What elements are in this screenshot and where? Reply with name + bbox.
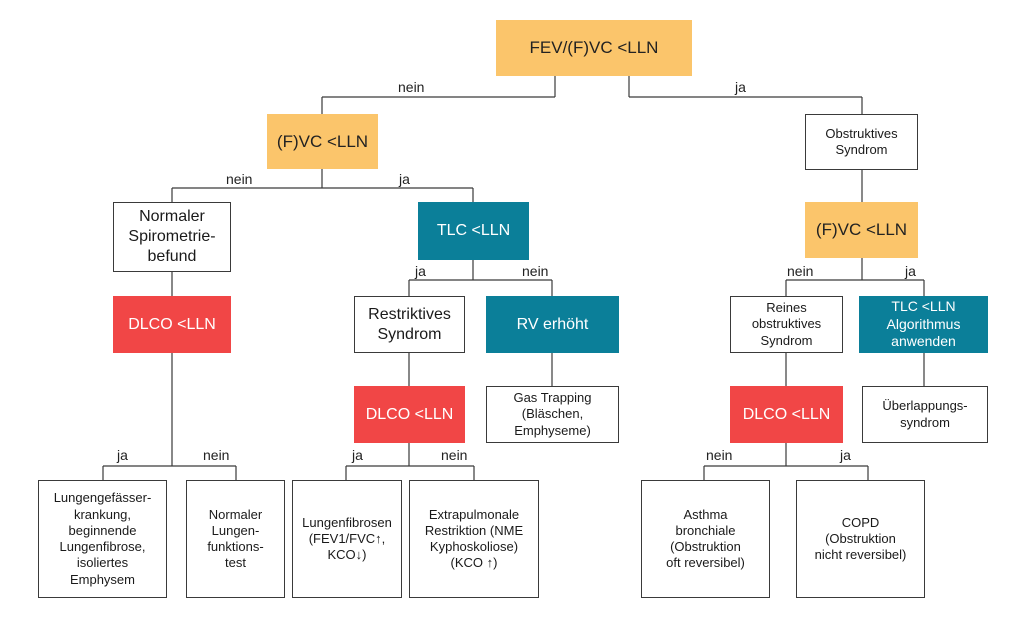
node-gas-trapping: Gas Trapping (Bläschen, Emphyseme) [486, 386, 619, 443]
branch-label-ja: ja [399, 171, 410, 187]
branch-label-ja: ja [415, 263, 426, 279]
decision-fvc-left: (F)VC <LLN [267, 114, 378, 169]
decision-rv-elevated: RV erhöht [486, 296, 619, 353]
branch-label-ja: ja [840, 447, 851, 463]
outcome-normal-lung-function: Normaler Lungen- funktions- test [186, 480, 285, 598]
branch-label-ja: ja [352, 447, 363, 463]
branch-label-nein: nein [441, 447, 468, 463]
decision-dlco-left: DLCO <LLN [113, 296, 231, 353]
outcome-vascular-disease: Lungengefässer- krankung, beginnende Lun… [38, 480, 167, 598]
branch-label-nein: nein [203, 447, 230, 463]
branch-label-ja: ja [905, 263, 916, 279]
node-restrictive-syndrome: Restriktives Syndrom [354, 296, 465, 353]
branch-label-nein: nein [226, 171, 253, 187]
branch-label-nein: nein [706, 447, 733, 463]
outcome-extrapulmonary-restriction: Extrapulmonale Restriktion (NME Kyphosko… [409, 480, 539, 598]
branch-label-nein: nein [522, 263, 549, 279]
node-overlap-syndrome: Überlappungs- syndrom [862, 386, 988, 443]
branch-label-nein: nein [398, 79, 425, 95]
outcome-lung-fibrosis: Lungenfibrosen (FEV1/FVC↑, KCO↓) [292, 480, 402, 598]
decision-tlc-algorithm: TLC <LLN Algorithmus anwenden [859, 296, 988, 353]
decision-fvc-right: (F)VC <LLN [805, 202, 918, 258]
decision-tlc-left: TLC <LLN [418, 202, 529, 260]
root-decision-fev-fvc: FEV/(F)VC <LLN [496, 20, 692, 76]
branch-label-nein: nein [787, 263, 814, 279]
node-normal-spirometry: Normaler Spirometrie- befund [113, 202, 231, 272]
outcome-copd: COPD (Obstruktion nicht reversibel) [796, 480, 925, 598]
branch-label-ja: ja [117, 447, 128, 463]
outcome-asthma: Asthma bronchiale (Obstruktion oft rever… [641, 480, 770, 598]
node-obstructive-syndrome: Obstruktives Syndrom [805, 114, 918, 170]
decision-dlco-right: DLCO <LLN [730, 386, 843, 443]
decision-dlco-mid: DLCO <LLN [354, 386, 465, 443]
branch-label-ja: ja [735, 79, 746, 95]
node-pure-obstructive-syndrome: Reines obstruktives Syndrom [730, 296, 843, 353]
